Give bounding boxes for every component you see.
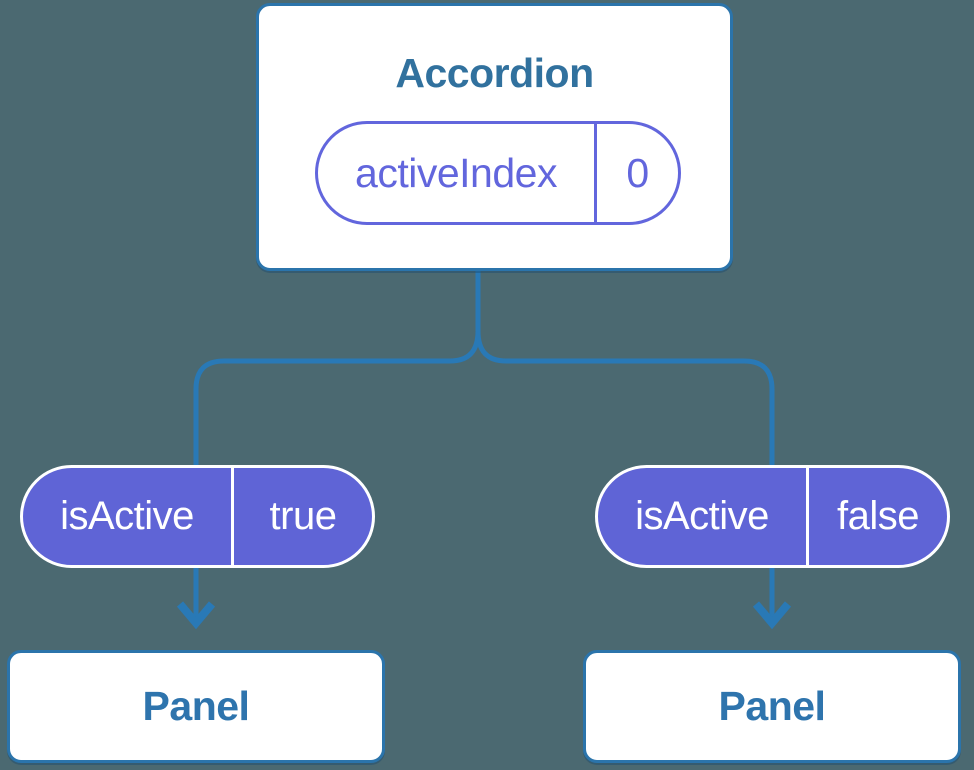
prop-name: isActive — [60, 494, 194, 538]
state-value: 0 — [626, 149, 649, 196]
arrow-down-icon — [176, 601, 216, 630]
connector-branch-right — [475, 330, 775, 618]
accordion-component-box: Accordion activeIndex 0 — [256, 3, 733, 271]
prop-value: true — [269, 494, 337, 538]
arrow-down-icon — [752, 601, 792, 630]
panel-box-left: Panel — [7, 650, 385, 763]
prop-pill-divider — [231, 468, 234, 565]
state-pill-divider — [594, 124, 597, 222]
prop-pill-false: isActive false — [595, 465, 950, 568]
prop-pill-divider — [806, 468, 809, 565]
state-pill: activeIndex 0 — [315, 121, 681, 225]
panel-label: Panel — [718, 683, 826, 729]
panel-label: Panel — [142, 683, 250, 729]
prop-name: isActive — [635, 494, 769, 538]
panel-box-right: Panel — [583, 650, 961, 763]
accordion-title: Accordion — [395, 50, 594, 96]
connector-branch-left — [193, 330, 481, 618]
prop-value: false — [837, 494, 920, 538]
state-name: activeIndex — [355, 149, 557, 196]
prop-pill-true: isActive true — [20, 465, 375, 568]
